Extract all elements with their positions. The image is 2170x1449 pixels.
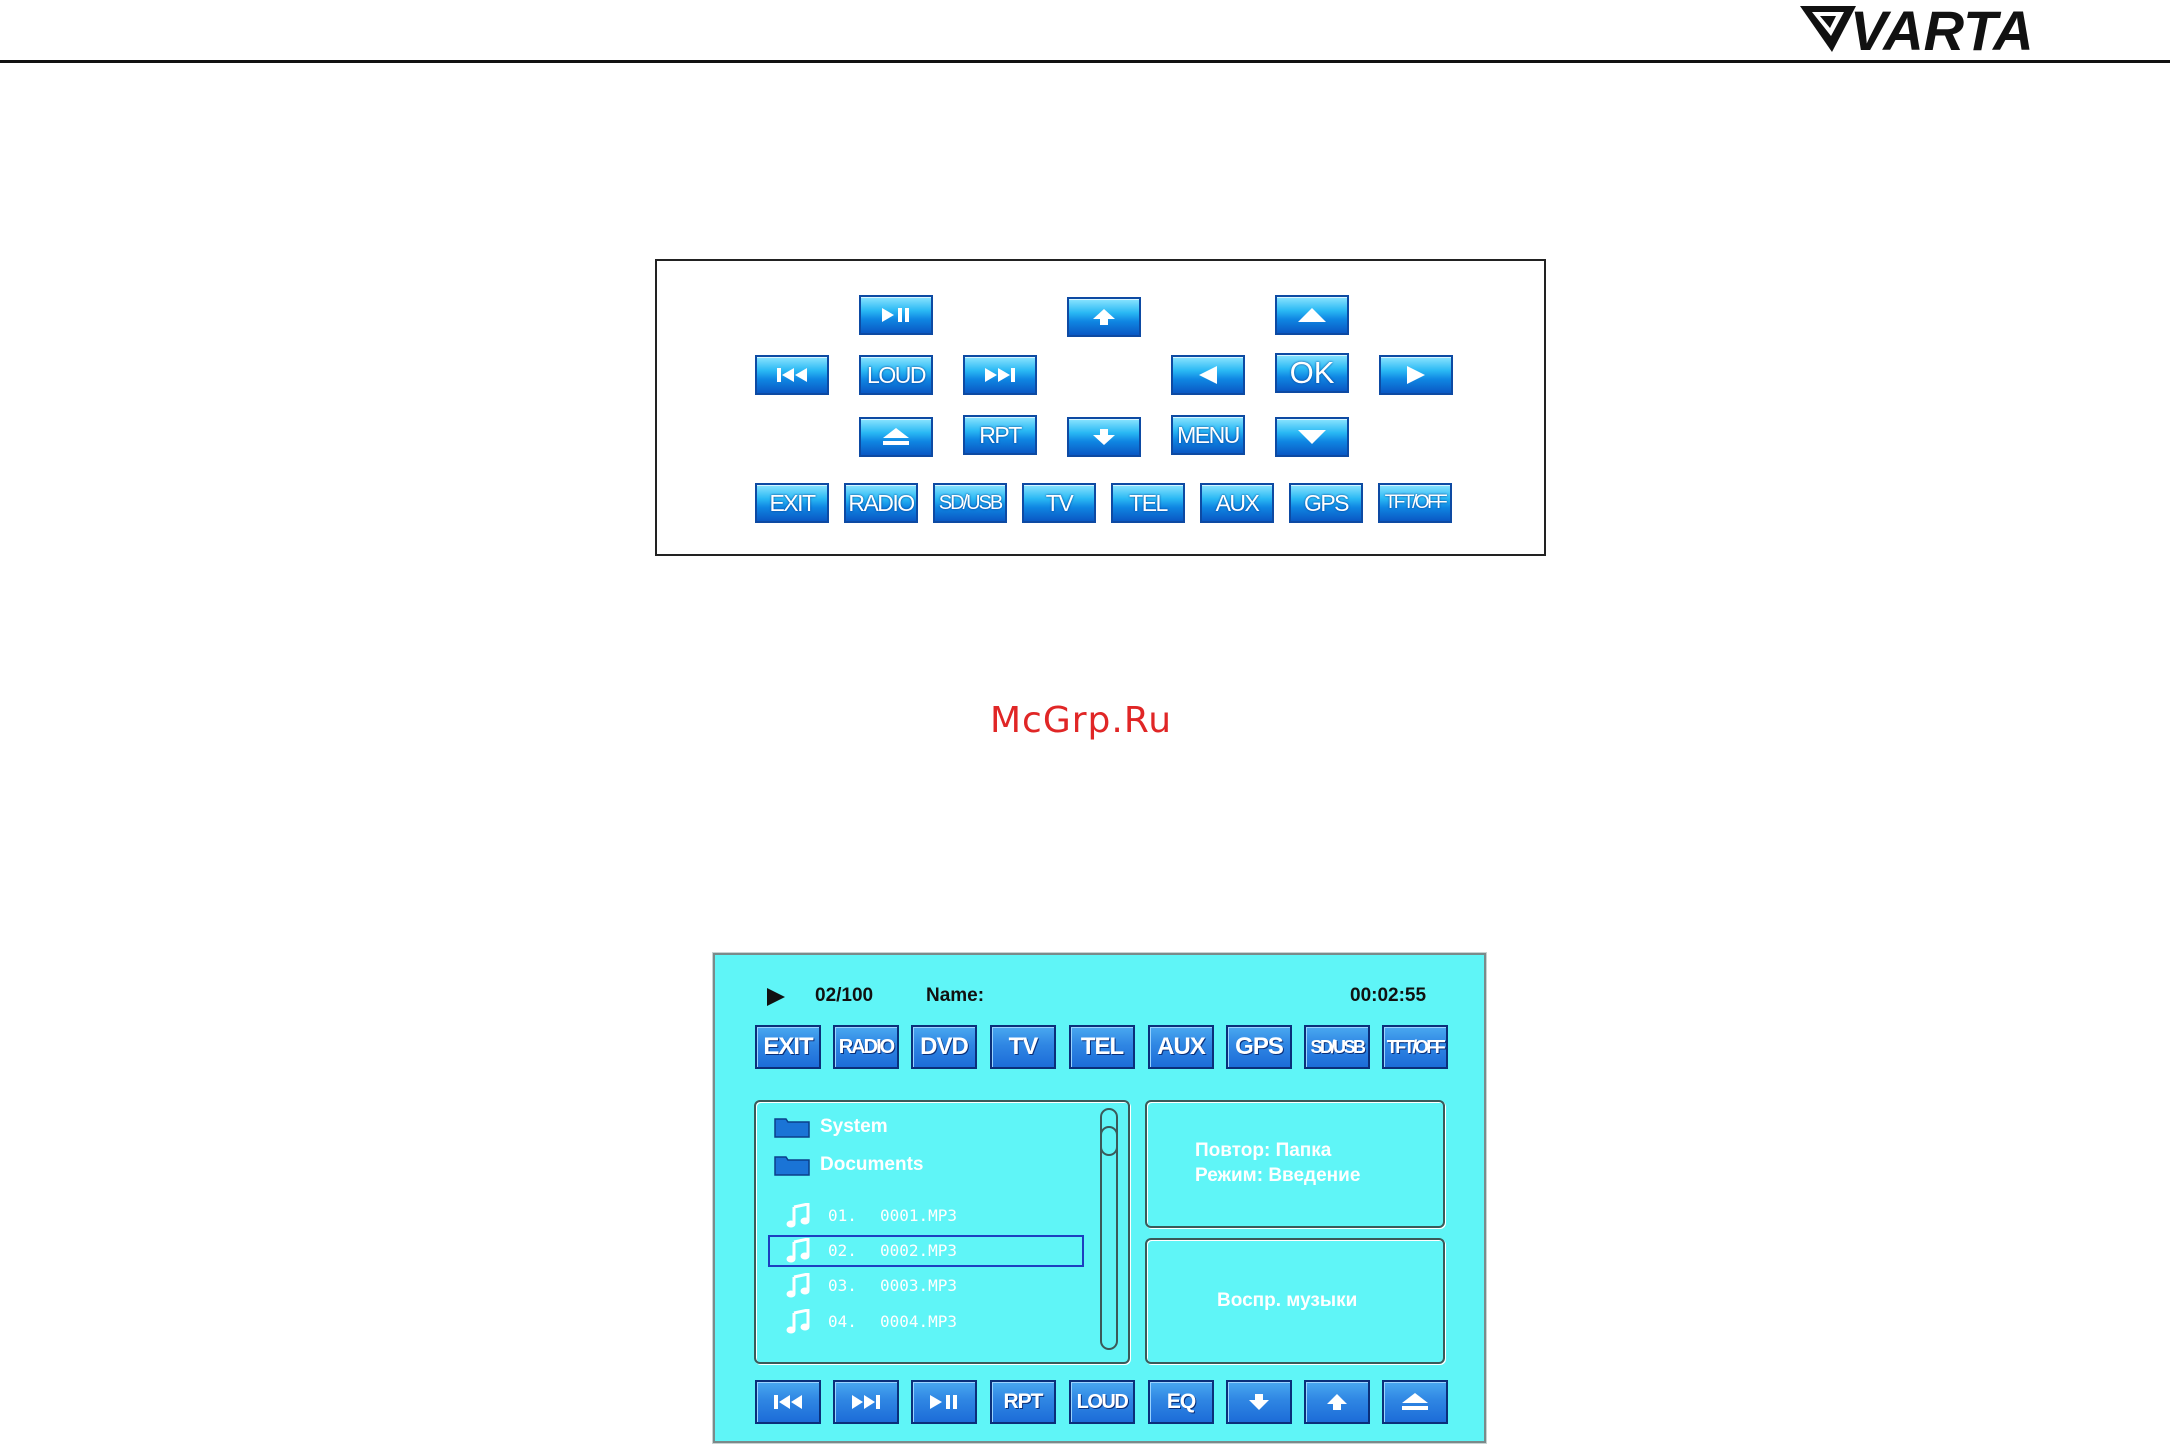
folder-documents[interactable]: Documents — [820, 1154, 923, 1176]
eject-button[interactable] — [859, 417, 933, 457]
nav-right-button[interactable] — [1379, 355, 1453, 395]
track-name-label: Name: — [926, 985, 984, 1007]
cursor-up-button[interactable] — [1304, 1380, 1370, 1424]
folder-icon — [774, 1154, 810, 1176]
exit-button[interactable]: EXIT — [755, 483, 829, 523]
nav-left-button[interactable] — [1171, 355, 1245, 395]
track-file: 0001.MP3 — [880, 1206, 957, 1225]
tab-gps[interactable]: GPS — [1226, 1025, 1292, 1069]
arrow-up-icon — [1091, 307, 1117, 327]
tab-radio[interactable]: RADIO — [833, 1025, 899, 1069]
play-pause-button[interactable] — [911, 1380, 977, 1424]
cursor-up-button[interactable] — [1067, 297, 1141, 337]
tab-aux[interactable]: AUX — [1148, 1025, 1214, 1069]
skip-back-icon — [771, 1394, 805, 1410]
equalizer-button[interactable]: EQ — [1148, 1380, 1214, 1424]
track-item[interactable]: 04. 0004.MP3 — [768, 1306, 1084, 1338]
previous-track-button[interactable] — [755, 1380, 821, 1424]
ok-button[interactable]: OK — [1275, 353, 1349, 393]
previous-button[interactable] — [755, 355, 829, 395]
play-pause-icon — [879, 307, 913, 323]
eject-button[interactable] — [1382, 1380, 1448, 1424]
loud-button[interactable]: LOUD — [859, 355, 933, 395]
file-browser-panel: System Documents 01. 0001.MP3 02. 0002.M… — [754, 1100, 1130, 1364]
triangle-down-icon — [1295, 428, 1329, 446]
track-item[interactable]: 03. 0003.MP3 — [768, 1270, 1084, 1302]
varta-logo: VARTA — [1798, 2, 2168, 56]
triangle-up-icon — [1295, 306, 1329, 324]
play-mode-text: Режим: Введение — [1195, 1165, 1360, 1187]
varta-logo-mark: VARTA — [1798, 2, 2168, 56]
menu-button[interactable]: MENU — [1171, 415, 1245, 455]
arrow-up-icon — [1325, 1392, 1349, 1412]
cursor-down-button[interactable] — [1226, 1380, 1292, 1424]
tab-exit[interactable]: EXIT — [755, 1025, 821, 1069]
tab-sd-usb[interactable]: SD/USB — [1304, 1025, 1370, 1069]
cursor-down-button[interactable] — [1067, 417, 1141, 457]
sd-usb-button[interactable]: SD/USB — [933, 483, 1007, 523]
music-note-icon — [786, 1238, 810, 1264]
gps-button[interactable]: GPS — [1289, 483, 1363, 523]
play-pause-button[interactable] — [859, 295, 933, 335]
skip-forward-icon — [982, 367, 1018, 383]
arrow-down-icon — [1247, 1392, 1271, 1412]
arrow-down-icon — [1091, 427, 1117, 447]
header-divider — [0, 60, 2170, 63]
media-player-screen: 02/100 Name: 00:02:55 EXIT RADIO DVD TV … — [713, 953, 1486, 1443]
file-list-scrollbar[interactable] — [1100, 1108, 1118, 1350]
track-number: 01. — [828, 1206, 857, 1225]
music-note-icon — [786, 1203, 810, 1229]
folder-icon — [774, 1116, 810, 1138]
repeat-mode-text: Повтор: Папка — [1195, 1140, 1331, 1162]
folder-system[interactable]: System — [820, 1116, 888, 1138]
playback-status-panel: Воспр. музыки — [1145, 1238, 1445, 1364]
nav-up-button[interactable] — [1275, 295, 1349, 335]
eject-icon — [1400, 1392, 1430, 1412]
play-pause-icon — [927, 1394, 961, 1410]
tft-off-button[interactable]: TFT/OFF — [1378, 483, 1452, 523]
triangle-right-icon — [1404, 364, 1428, 386]
next-button[interactable] — [963, 355, 1037, 395]
tab-dvd[interactable]: DVD — [911, 1025, 977, 1069]
varta-logo-text: VARTA — [1850, 2, 2034, 56]
elapsed-time: 00:02:55 — [1350, 985, 1426, 1007]
next-track-button[interactable] — [833, 1380, 899, 1424]
eject-icon — [881, 427, 911, 447]
scrollbar-thumb[interactable] — [1100, 1126, 1118, 1156]
aux-button[interactable]: AUX — [1200, 483, 1274, 523]
tab-tft-off[interactable]: TFT/OFF — [1382, 1025, 1448, 1069]
radio-button[interactable]: RADIO — [844, 483, 918, 523]
tel-button[interactable]: TEL — [1111, 483, 1185, 523]
skip-forward-icon — [849, 1394, 883, 1410]
tab-tel[interactable]: TEL — [1069, 1025, 1135, 1069]
tv-button[interactable]: TV — [1022, 483, 1096, 523]
tab-tv[interactable]: TV — [990, 1025, 1056, 1069]
playback-status-text: Воспр. музыки — [1217, 1290, 1357, 1312]
track-item-selected[interactable]: 02. 0002.MP3 — [768, 1235, 1084, 1267]
track-file: 0004.MP3 — [880, 1312, 957, 1331]
repeat-button[interactable]: RPT — [963, 415, 1037, 455]
nav-down-button[interactable] — [1275, 417, 1349, 457]
track-item[interactable]: 01. 0001.MP3 — [768, 1200, 1084, 1232]
track-number: 04. — [828, 1312, 857, 1331]
playback-settings-panel: Повтор: Папка Режим: Введение — [1145, 1100, 1445, 1228]
remote-button-panel: LOUD OK RPT MENU EXIT RADIO SD/USB TV — [655, 259, 1546, 556]
music-note-icon — [786, 1273, 810, 1299]
track-number: 02. — [828, 1241, 857, 1260]
repeat-button[interactable]: RPT — [990, 1380, 1056, 1424]
track-file: 0002.MP3 — [880, 1241, 957, 1260]
triangle-left-icon — [1196, 364, 1220, 386]
loud-button[interactable]: LOUD — [1069, 1380, 1135, 1424]
play-status-icon — [765, 987, 787, 1007]
track-file: 0003.MP3 — [880, 1276, 957, 1295]
track-number: 03. — [828, 1276, 857, 1295]
music-note-icon — [786, 1309, 810, 1335]
track-counter: 02/100 — [815, 985, 873, 1007]
watermark-text: McGrp.Ru — [990, 700, 1172, 741]
skip-back-icon — [774, 367, 810, 383]
